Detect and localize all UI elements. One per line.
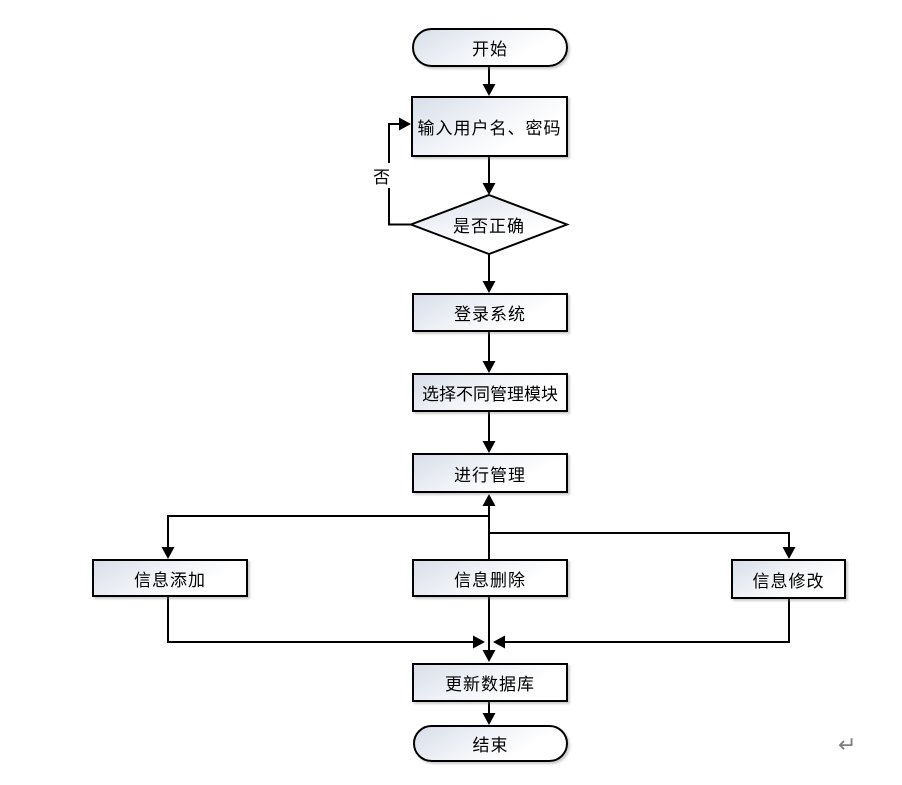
edge-modify-to-junction bbox=[503, 599, 790, 643]
edge-branch-left bbox=[167, 515, 489, 553]
node-login-system-label: 登录系统 bbox=[454, 305, 526, 324]
node-input-credentials: 输入用户名、密码 bbox=[411, 96, 568, 157]
node-decision-correct-label: 是否正确 bbox=[453, 217, 525, 236]
node-info-add-label: 信息添加 bbox=[134, 570, 206, 590]
arrowhead-up-into-manage bbox=[482, 494, 496, 506]
arrowhead-into-decision bbox=[482, 183, 496, 195]
node-decision-correct: 是否正确 bbox=[411, 195, 567, 254]
arrowhead-junction-left bbox=[493, 635, 505, 649]
node-select-module-label: 选择不同管理模块 bbox=[422, 385, 558, 404]
arrowhead-loop-into-input bbox=[399, 117, 411, 131]
node-info-delete: 信息删除 bbox=[412, 559, 568, 597]
node-update-database: 更新数据库 bbox=[412, 663, 568, 702]
node-start-label: 开始 bbox=[472, 40, 508, 59]
node-info-add: 信息添加 bbox=[92, 559, 248, 597]
arrowhead-into-manage-top bbox=[482, 441, 496, 453]
edge-label-no: 否 bbox=[371, 163, 392, 188]
node-input-credentials-label: 输入用户名、密码 bbox=[417, 119, 562, 138]
paragraph-return-mark-glyph: ↵ bbox=[838, 733, 857, 758]
node-perform-management-label: 进行管理 bbox=[454, 465, 526, 485]
edge-add-to-junction bbox=[167, 597, 475, 643]
arrowhead-into-add bbox=[161, 547, 175, 559]
node-info-modify: 信息修改 bbox=[731, 559, 846, 599]
node-select-module: 选择不同管理模块 bbox=[412, 373, 568, 412]
edge-label-no-text: 否 bbox=[373, 168, 390, 187]
node-perform-management: 进行管理 bbox=[412, 453, 568, 493]
arrowhead-into-login bbox=[482, 281, 496, 293]
node-login-system: 登录系统 bbox=[412, 293, 568, 332]
node-end-label: 结束 bbox=[472, 736, 509, 755]
arrowhead-into-modify bbox=[782, 547, 796, 559]
node-info-delete-label: 信息删除 bbox=[454, 570, 526, 590]
paragraph-return-mark: ↵ bbox=[838, 733, 856, 758]
edge-branch-right bbox=[489, 532, 790, 553]
node-end: 结束 bbox=[413, 725, 568, 762]
node-update-database-label: 更新数据库 bbox=[445, 675, 535, 694]
arrowhead-into-update bbox=[482, 650, 496, 662]
arrowhead-junction-right bbox=[473, 635, 485, 649]
arrowhead-into-select bbox=[482, 361, 496, 373]
decision-diamond-shape bbox=[408, 193, 570, 256]
arrowhead-into-input bbox=[482, 84, 496, 96]
node-start: 开始 bbox=[412, 28, 568, 67]
node-info-modify-label: 信息修改 bbox=[752, 571, 825, 591]
arrowhead-into-end bbox=[482, 713, 496, 725]
edge-loop-no bbox=[388, 123, 412, 226]
